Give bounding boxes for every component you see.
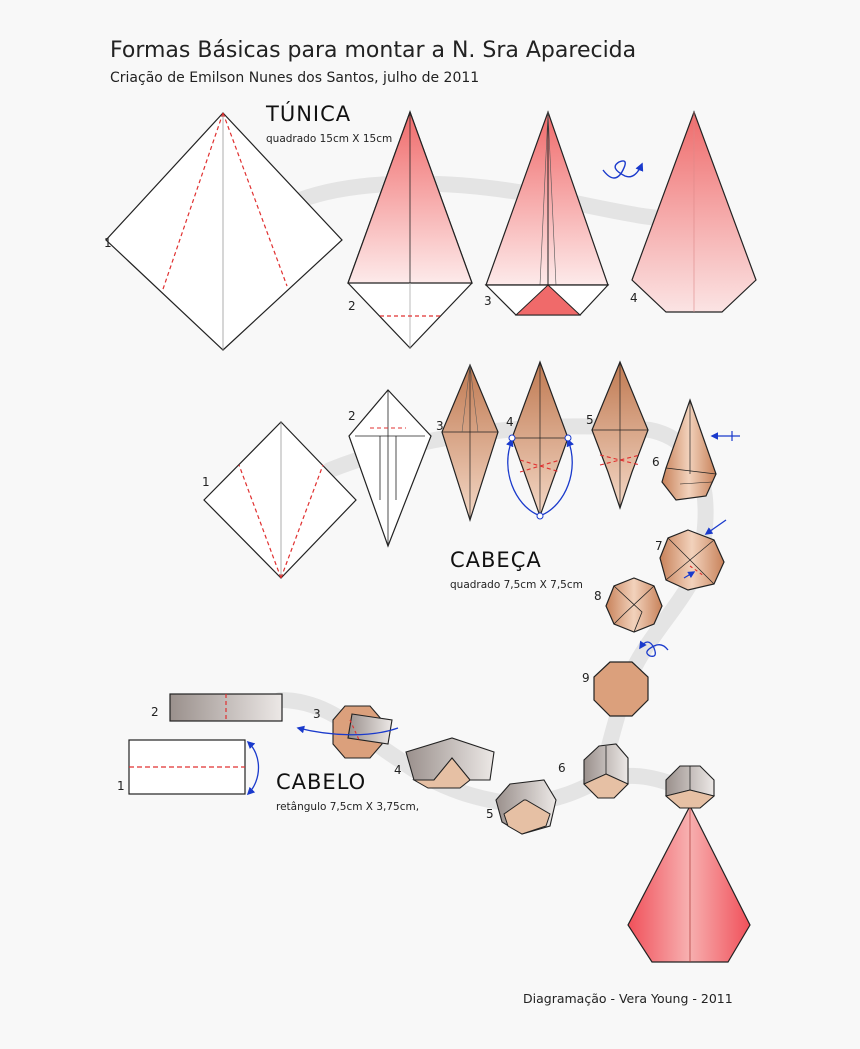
credit-footer: Diagramação - Vera Young - 2011: [523, 991, 733, 1006]
tunica-step-1: 1: [104, 112, 343, 351]
page-title: Formas Básicas para montar a N. Sra Apar…: [110, 38, 637, 63]
turn-over-icon: [602, 160, 644, 179]
tunica-step-3: 3: [484, 110, 610, 316]
page-subtitle: Criação de Emilson Nunes dos Santos, jul…: [110, 70, 480, 86]
cabeca-step-4-label: 4: [506, 415, 514, 429]
tunica-step-3-label: 3: [484, 294, 492, 308]
cabeca-step-8-label: 8: [594, 589, 602, 603]
cabeca-step-2-label: 2: [348, 409, 356, 423]
cabeca-step-6-label: 6: [652, 455, 660, 469]
cabeca-step-6: 6: [652, 398, 740, 501]
turn-over-icon: [639, 640, 669, 657]
cabelo-step-4-label: 4: [394, 763, 402, 777]
cabelo-note: retângulo 7,5cm X 3,75cm,: [276, 801, 420, 813]
cabeca-note: quadrado 7,5cm X 7,5cm: [450, 579, 583, 591]
tunica-step-4: 4: [602, 110, 757, 313]
tunica-step-1-label: 1: [104, 236, 112, 250]
cabeca-step-3: 3: [436, 363, 499, 522]
cabeca-step-9: 9: [582, 661, 649, 717]
cabelo-step-6: 6: [558, 743, 629, 799]
cabelo-step-1-label: 1: [117, 779, 125, 793]
tunica-note: quadrado 15cm X 15cm: [266, 133, 393, 145]
tunica-step-4-label: 4: [630, 291, 638, 305]
cabelo-step-1: 1: [117, 739, 260, 796]
cabelo-step-6-label: 6: [558, 761, 566, 775]
tunica-title: TÚNICA: [266, 102, 352, 126]
cabeca-step-4: 4: [506, 360, 574, 520]
cabelo-step-5: 5: [486, 779, 557, 835]
cabeca-step-8: 8: [594, 577, 663, 633]
cabeca-step-7: 7: [655, 519, 727, 591]
tunica-step-2-label: 2: [348, 299, 356, 313]
cabeca-step-2: 2: [348, 389, 432, 548]
cabelo-step-3: 3: [296, 705, 399, 759]
cabelo-step-5-label: 5: [486, 807, 494, 821]
cabeca-step-9-label: 9: [582, 671, 590, 685]
cabeca-turn-over: [639, 640, 669, 657]
cabeca-step-1-label: 1: [202, 475, 210, 489]
cabeca-step-5-label: 5: [586, 413, 594, 427]
cabelo-step-2: 2: [151, 693, 283, 722]
cabeca-title: CABEÇA: [450, 548, 542, 572]
cabelo-step-4: 4: [394, 737, 495, 789]
final-figure: [627, 765, 751, 963]
cabeca-step-5: 5: [586, 360, 649, 510]
cabeca-step-3-label: 3: [436, 419, 444, 433]
cabelo-title: CABELO: [276, 770, 367, 794]
cabeca-step-1: 1: [202, 421, 357, 579]
tunica-step-2: 2: [347, 110, 473, 349]
cabelo-step-3-label: 3: [313, 707, 321, 721]
cabelo-step-2-label: 2: [151, 705, 159, 719]
cabeca-step-7-label: 7: [655, 539, 663, 553]
